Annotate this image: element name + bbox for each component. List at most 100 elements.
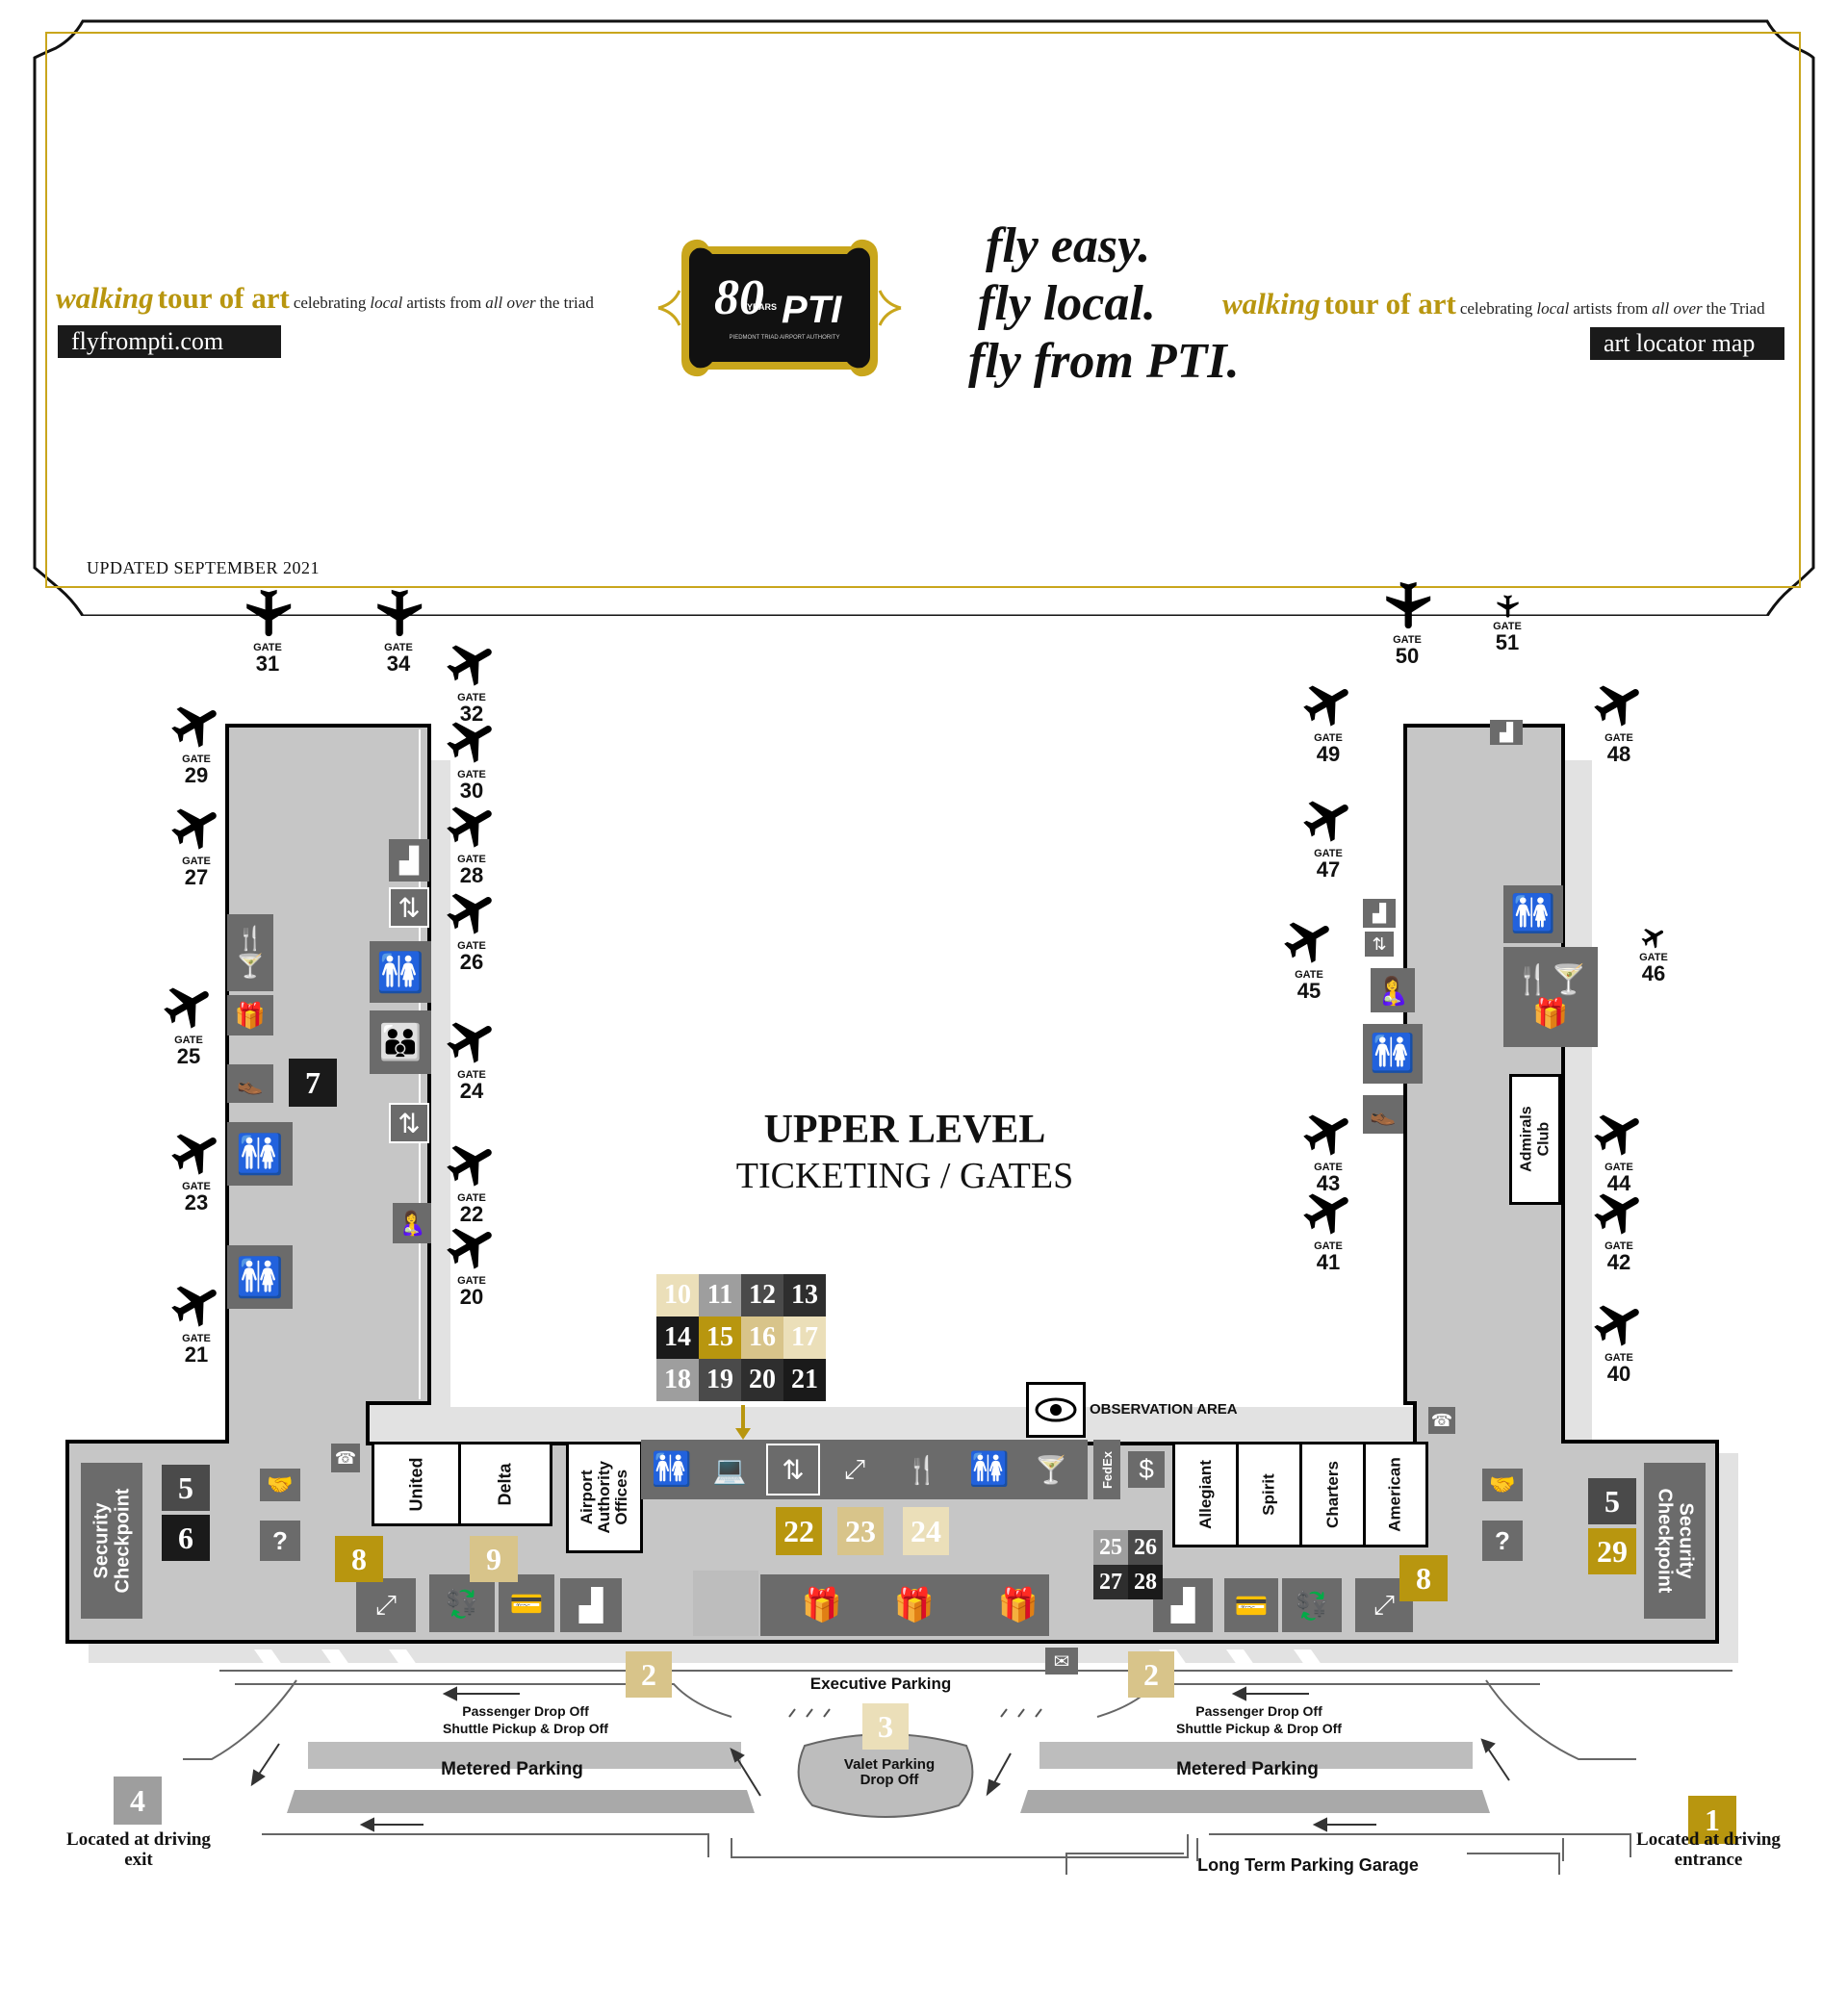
american-label: American [1386, 1457, 1405, 1532]
art-5-left[interactable]: 5 [162, 1465, 210, 1511]
art-27[interactable]: 27 [1093, 1565, 1128, 1599]
gate-word: GATE [1393, 634, 1422, 646]
art-19[interactable]: 19 [699, 1359, 741, 1401]
gate-word: GATE [182, 856, 211, 867]
logo-pti: PTI [782, 289, 842, 331]
art-17[interactable]: 17 [783, 1317, 826, 1359]
shuttle-label-right: Shuttle Pickup & Drop Off [1176, 1721, 1342, 1736]
delta-label: Delta [495, 1462, 515, 1506]
art-29[interactable]: 29 [1588, 1528, 1636, 1574]
drop-off-label-left: Passenger Drop Off [462, 1703, 589, 1719]
logo-years: YEARS [747, 302, 778, 312]
art-25[interactable]: 25 [1093, 1530, 1128, 1565]
currency-exchange-icon: 💱 [1282, 1578, 1342, 1632]
art-5-right[interactable]: 5 [1588, 1478, 1636, 1524]
art-9[interactable]: 9 [470, 1536, 518, 1582]
art-15[interactable]: 15 [699, 1317, 741, 1359]
gate-number: 22 [459, 1202, 484, 1226]
art-22[interactable]: 22 [776, 1507, 822, 1555]
gate-number: 43 [1316, 1171, 1341, 1195]
united-label: United [406, 1457, 426, 1511]
stairs-icon: ▟ [389, 839, 429, 882]
subtitle-part: the triad [539, 294, 594, 312]
airplane-icon [1290, 1173, 1366, 1249]
airplane-icon [1580, 1285, 1656, 1361]
gate-word: GATE [1604, 1162, 1633, 1173]
art-1[interactable]: 1 [1688, 1796, 1736, 1844]
gate-word: GATE [1314, 732, 1343, 744]
art-28[interactable]: 28 [1128, 1565, 1163, 1599]
art-21[interactable]: 21 [783, 1359, 826, 1401]
website-tag[interactable]: flyfrompti.com [58, 325, 281, 358]
art-24[interactable]: 24 [903, 1507, 949, 1555]
allegiant-counter[interactable]: Allegiant [1172, 1442, 1240, 1547]
art-2-right[interactable]: 2 [1128, 1651, 1174, 1698]
gate-word: GATE [457, 1275, 486, 1287]
gate-number: 50 [1395, 644, 1420, 668]
united-counter[interactable]: United [372, 1442, 462, 1526]
airplane-icon [1379, 577, 1435, 633]
elevator-icon: ⇅ [766, 1444, 820, 1496]
art-18[interactable]: 18 [656, 1359, 699, 1401]
eye-icon [1035, 1397, 1077, 1422]
art-locator-tag: art locator map [1590, 327, 1784, 360]
art-12[interactable]: 12 [741, 1274, 783, 1317]
info-icon[interactable]: ? [260, 1521, 300, 1561]
tour-of-art: tour of art [1323, 287, 1456, 320]
art-7[interactable]: 7 [289, 1059, 337, 1107]
art-20[interactable]: 20 [741, 1359, 783, 1401]
info-icon[interactable]: ? [1482, 1521, 1523, 1561]
delta-counter[interactable]: Delta [458, 1442, 552, 1526]
art-8-left[interactable]: 8 [335, 1536, 383, 1582]
metered-parking-right: Metered Parking [1176, 1759, 1319, 1779]
handshake-icon: 🤝 [260, 1469, 300, 1501]
art-13[interactable]: 13 [783, 1274, 826, 1317]
art-11[interactable]: 11 [699, 1274, 741, 1317]
gate-word: GATE [457, 940, 486, 952]
charters-counter[interactable]: Charters [1299, 1442, 1367, 1547]
art-26[interactable]: 26 [1128, 1530, 1163, 1565]
gate-number: 28 [459, 863, 484, 887]
nursing-icon: 🤱 [393, 1203, 431, 1243]
shoeshine-icon: 👞 [1363, 1095, 1403, 1134]
spirit-label: Spirit [1259, 1473, 1278, 1516]
blank-area [693, 1571, 758, 1636]
american-counter[interactable]: American [1363, 1442, 1428, 1547]
airplane-icon [150, 967, 226, 1043]
gate-number: 31 [255, 652, 280, 676]
laptop-icon: 💻 [703, 1444, 757, 1496]
long-term-garage-label: Long Term Parking Garage [1197, 1855, 1419, 1875]
subtitle-part: celebrating [1459, 299, 1533, 318]
spirit-counter[interactable]: Spirit [1236, 1442, 1303, 1547]
gate-number: 34 [386, 652, 411, 676]
art-3[interactable]: 3 [862, 1703, 909, 1750]
art-6[interactable]: 6 [162, 1515, 210, 1561]
gate-word: GATE [1314, 1162, 1343, 1173]
slogan-2: fly local. [978, 276, 1156, 331]
gate-number: 41 [1316, 1250, 1341, 1274]
art-2-left[interactable]: 2 [626, 1651, 672, 1698]
airplane-icon [433, 786, 509, 862]
art-10[interactable]: 10 [656, 1274, 699, 1317]
art-23[interactable]: 23 [837, 1507, 884, 1555]
subtitle-part: the Triad [1706, 299, 1765, 318]
updated-date: UPDATED SEPTEMBER 2021 [87, 558, 321, 577]
art-4[interactable]: 4 [114, 1777, 162, 1825]
art-14[interactable]: 14 [656, 1317, 699, 1359]
slogan-3: fly from PTI. [968, 334, 1240, 389]
art-16[interactable]: 16 [741, 1317, 783, 1359]
art-8-right[interactable]: 8 [1399, 1555, 1448, 1601]
gift-icon: 🎁 [995, 1582, 1041, 1628]
walking-tour-right: walking tour of art celebrating local ar… [1222, 287, 1765, 321]
gift-icon: 🎁 [227, 995, 273, 1035]
